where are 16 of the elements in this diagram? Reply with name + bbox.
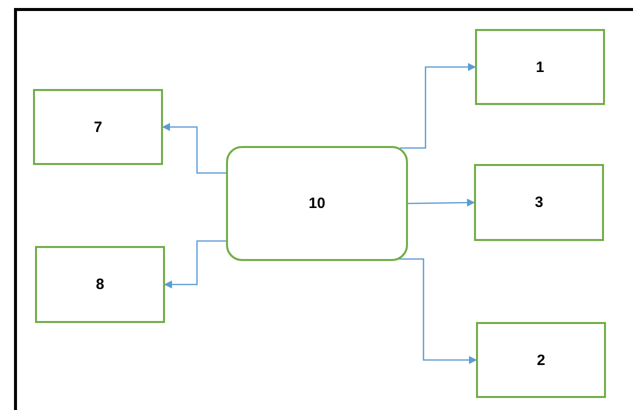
node-label: 1 (536, 58, 544, 76)
process-box (35, 246, 165, 323)
arrow (162, 123, 226, 174)
process-box (475, 29, 605, 105)
node-label: 10 (308, 195, 326, 212)
process-box (474, 164, 604, 241)
node-label: 3 (534, 194, 544, 211)
arrow (408, 198, 475, 207)
node-label: 7 (94, 118, 102, 136)
node-label: 8 (96, 276, 104, 293)
node-label: 2 (536, 352, 546, 368)
arrow (400, 63, 476, 149)
rounded-box (226, 146, 408, 261)
arrow (164, 240, 226, 288)
process-box (33, 89, 163, 165)
process-box (476, 322, 606, 398)
